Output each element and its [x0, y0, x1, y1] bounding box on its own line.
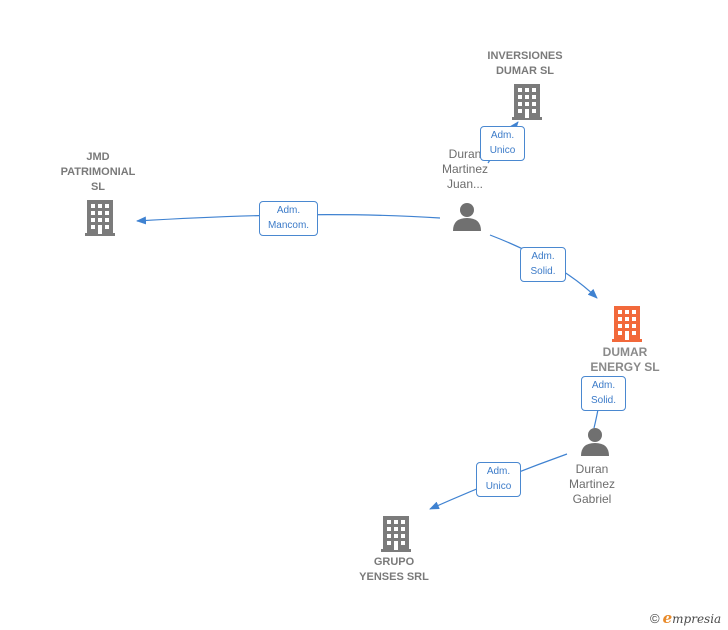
copyright-symbol: ©: [650, 611, 660, 626]
node-label-duran-gabriel: Duran Martinez Gabriel: [568, 462, 615, 506]
edge-label-adm-unico[interactable]: Adm. Unico: [476, 462, 521, 497]
empresia-logo: ©empresia: [650, 609, 721, 627]
edge-label-adm-unico[interactable]: Adm. Unico: [480, 126, 525, 161]
person-icon[interactable]: [452, 201, 482, 231]
building-icon[interactable]: [612, 306, 644, 342]
brand-name: mpresia: [672, 612, 722, 626]
node-label-jmd: JMD PATRIMONIAL SL: [60, 151, 136, 193]
edge-label-adm-solid[interactable]: Adm. Solid.: [581, 376, 626, 411]
person-icon[interactable]: [580, 426, 610, 456]
node-label-inversiones: INVERSIONES DUMAR SL: [487, 50, 563, 77]
brand-initial: e: [662, 609, 673, 627]
edge-label-adm-mancom[interactable]: Adm. Mancom.: [259, 201, 318, 236]
building-icon[interactable]: [85, 200, 117, 236]
node-label-dumar-energy: DUMAR ENERGY SL: [590, 345, 660, 374]
node-label-grupo-yenses: GRUPO YENSES SRL: [359, 556, 429, 583]
building-icon[interactable]: [381, 516, 413, 552]
node-label-duran-juan: Duran Martinez Juan...: [441, 147, 488, 191]
edge-label-adm-solid[interactable]: Adm. Solid.: [520, 247, 566, 282]
building-icon[interactable]: [512, 84, 544, 120]
